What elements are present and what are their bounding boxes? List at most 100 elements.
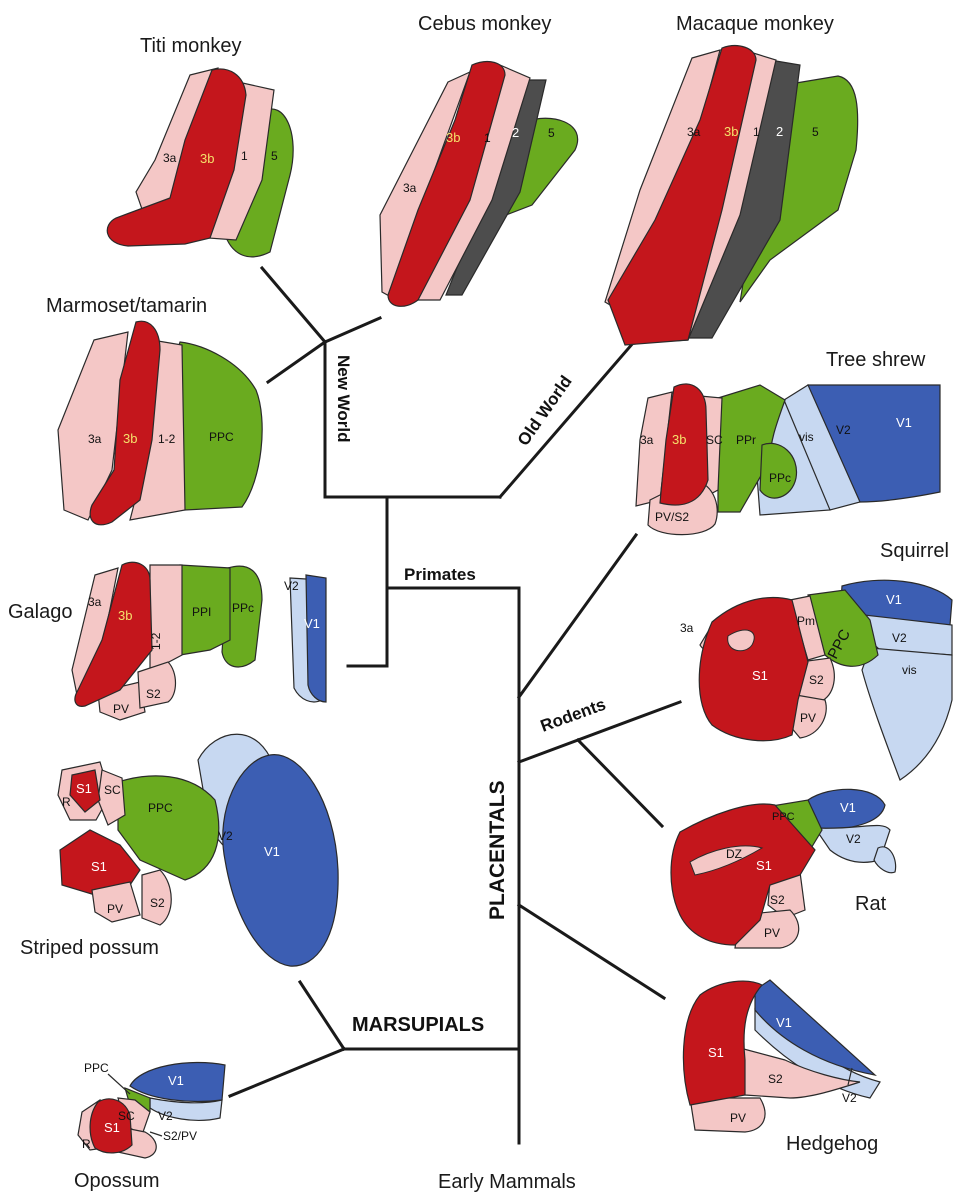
label-ppr-treeshrew: PPr — [736, 433, 756, 447]
label-s1b-possum: S1 — [91, 859, 107, 874]
label-s1-opossum: S1 — [104, 1120, 120, 1135]
label-ppc-galago: PPc — [232, 601, 254, 615]
label-ppc-rat: PPC — [772, 811, 795, 823]
label-v2-squirrel: V2 — [892, 631, 907, 645]
label-sc-possum: SC — [104, 783, 121, 797]
label-v1-squirrel: V1 — [886, 592, 902, 607]
label-1-cebus: 1 — [484, 131, 491, 145]
label-pv-squirrel: PV — [800, 711, 816, 725]
species-label-hedgehog: Hedgehog — [786, 1133, 878, 1155]
label-3a-galago: 3a — [88, 595, 102, 609]
label-ppc-opossum: PPC — [84, 1061, 109, 1075]
label-3b-macaque: 3b — [724, 124, 738, 139]
label-pv-hedgehog: PV — [730, 1111, 746, 1125]
species-label-galago: Galago — [8, 601, 73, 623]
label-2-macaque: 2 — [776, 124, 783, 139]
area-v2-tail-rat — [874, 847, 896, 873]
species-label-macaque: Macaque monkey — [676, 13, 834, 35]
species-label-early-mammals: Early Mammals — [438, 1171, 576, 1193]
label-v1-hedgehog: V1 — [776, 1015, 792, 1030]
pointer-ppc-opossum — [108, 1074, 130, 1094]
brain-map-tree-shrew: 3a 3b SC PPr PPc vis V2 V1 PV/S2 — [636, 384, 940, 535]
pointer-s2pv-opossum — [150, 1132, 162, 1136]
label-ppc-treeshrew: PPc — [769, 471, 791, 485]
label-12-marmoset: 1-2 — [158, 432, 176, 446]
species-label-titi: Titi monkey — [140, 35, 242, 57]
label-pv-galago: PV — [113, 702, 129, 716]
branch-rat — [578, 740, 662, 826]
label-sc-opossum: SC — [118, 1109, 135, 1123]
brain-map-titi: 3a 3b 1 5 — [107, 68, 293, 257]
label-3b-cebus: 3b — [446, 130, 460, 145]
group-label-new-world: New World — [334, 355, 353, 443]
label-3a-treeshrew: 3a — [640, 433, 654, 447]
label-pv-possum: PV — [107, 902, 123, 916]
label-3a-titi: 3a — [163, 151, 177, 165]
label-5-titi: 5 — [271, 149, 278, 163]
label-5-macaque: 5 — [812, 125, 819, 139]
label-v2-possum: V2 — [218, 829, 233, 843]
label-v1-possum: V1 — [264, 844, 280, 859]
label-v2-rat: V2 — [846, 832, 861, 846]
label-vis-treeshrew: vis — [799, 430, 814, 444]
label-r-opossum: R — [82, 1137, 91, 1151]
branch-old-world — [500, 335, 640, 497]
label-v1-galago: V1 — [304, 616, 320, 631]
label-1-titi: 1 — [241, 149, 248, 163]
area-v1-possum — [223, 755, 338, 966]
branch-marmoset — [268, 342, 325, 382]
brain-map-opossum: PPC V1 SC V2 S1 R S2/PV — [78, 1061, 225, 1158]
label-v1-opossum: V1 — [168, 1073, 184, 1088]
label-vis-squirrel: vis — [902, 663, 917, 677]
label-ppc-possum: PPC — [148, 801, 173, 815]
phylogenetic-tree — [230, 268, 680, 1143]
branch-tree-shrew — [519, 535, 636, 697]
label-3a-cebus: 3a — [403, 181, 417, 195]
label-3b-galago: 3b — [118, 608, 132, 623]
label-3b-marmoset: 3b — [123, 431, 137, 446]
label-s1-rat: S1 — [756, 858, 772, 873]
group-label-primates: Primates — [404, 565, 476, 584]
branch-hedgehog — [519, 905, 664, 998]
label-v1-treeshrew: V1 — [896, 415, 912, 430]
branch-striped-possum — [300, 982, 344, 1049]
label-v1-rat: V1 — [840, 800, 856, 815]
species-label-tree-shrew: Tree shrew — [826, 349, 926, 371]
label-s2pv-opossum: S2/PV — [163, 1129, 197, 1143]
branch-cebus — [325, 318, 380, 342]
species-label-striped-possum: Striped possum — [20, 937, 159, 959]
brain-map-rat: DZ S1 PPC V1 V2 S2 PV — [671, 789, 896, 948]
label-s2-squirrel: S2 — [809, 673, 824, 687]
group-label-placentals: PLACENTALS — [486, 780, 509, 920]
group-label-rodents: Rodents — [538, 695, 608, 736]
species-label-opossum: Opossum — [74, 1170, 160, 1192]
group-label-marsupials: MARSUPIALS — [352, 1014, 484, 1036]
label-2-cebus: 2 — [512, 125, 519, 140]
label-5-cebus: 5 — [548, 126, 555, 140]
label-s2-hedgehog: S2 — [768, 1072, 783, 1086]
label-1-macaque: 1 — [753, 125, 760, 139]
species-label-rat: Rat — [855, 893, 887, 915]
area-sc-possum — [98, 770, 125, 825]
label-v2-galago: V2 — [284, 579, 299, 593]
area-12-galago — [150, 565, 182, 672]
label-r-possum: R — [62, 795, 71, 809]
label-s2-possum: S2 — [150, 896, 165, 910]
brain-map-macaque: 3a 3b 1 2 5 — [605, 46, 858, 345]
label-ppc-marmoset: PPC — [209, 430, 234, 444]
label-ppi-galago: PPI — [192, 605, 211, 619]
label-12-galago: 1-2 — [149, 632, 163, 650]
branch-opossum — [230, 1049, 344, 1096]
label-pvs2-treeshrew: PV/S2 — [655, 510, 689, 524]
species-label-squirrel: Squirrel — [880, 540, 949, 562]
brain-map-marmoset: 3a 3b 1-2 PPC — [58, 321, 262, 525]
species-label-marmoset: Marmoset/tamarin — [46, 295, 207, 317]
area-v1-galago — [306, 575, 326, 702]
brain-map-galago: 3a 3b 1-2 PPI PPc V2 V1 PV S2 — [72, 562, 326, 720]
group-label-old-world: Old World — [514, 372, 576, 449]
label-3b-titi: 3b — [200, 151, 214, 166]
label-v2-treeshrew: V2 — [836, 423, 851, 437]
brain-map-cebus: 3a 3b 1 2 5 — [380, 62, 578, 307]
label-s1a-possum: S1 — [76, 781, 92, 796]
